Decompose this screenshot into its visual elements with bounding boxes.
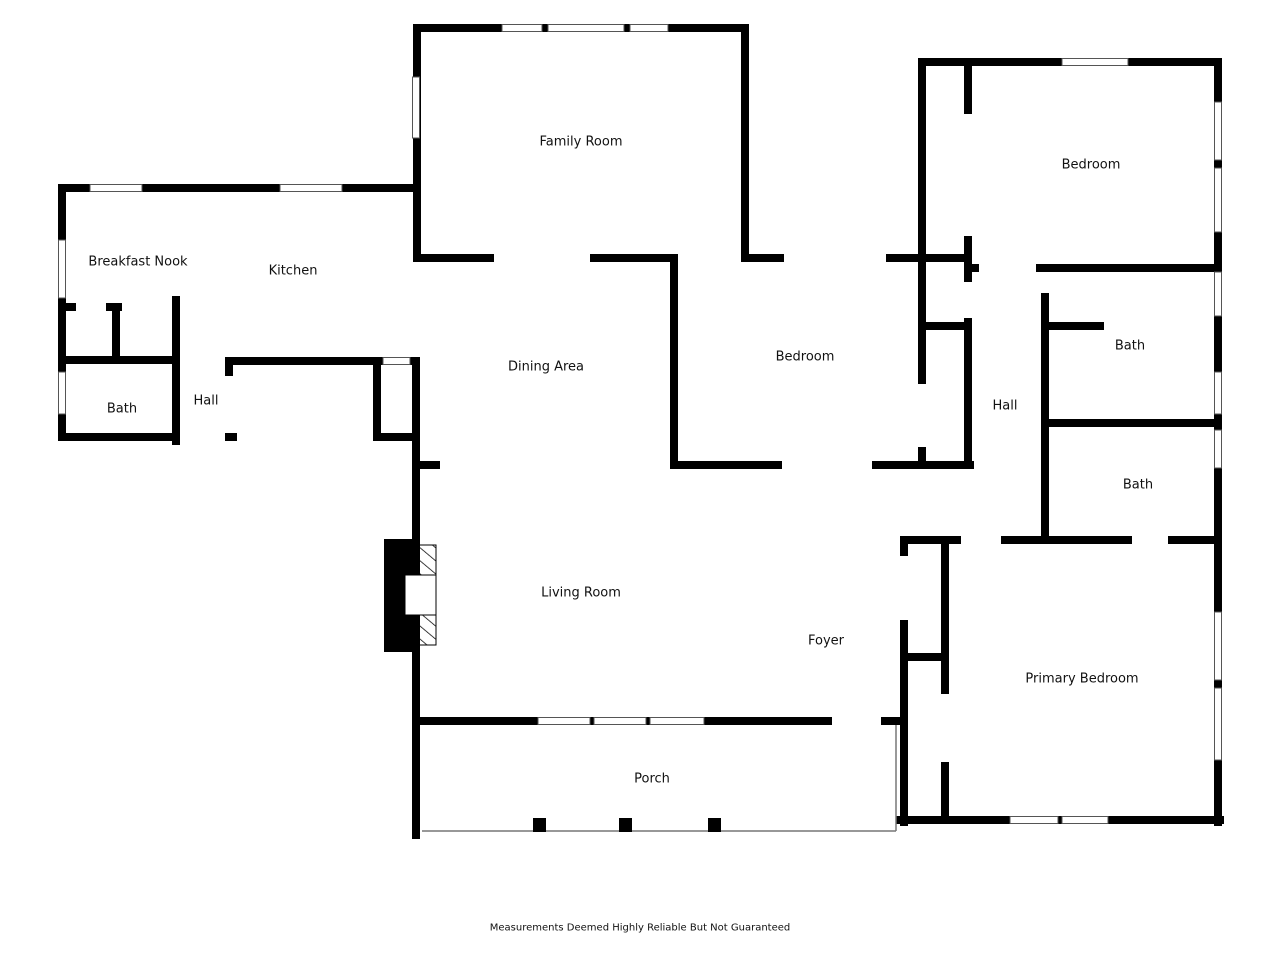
window bbox=[1214, 429, 1222, 469]
room-label-bedroom-ne: Bedroom bbox=[1061, 157, 1121, 173]
window bbox=[1009, 816, 1059, 824]
window bbox=[279, 184, 343, 192]
window bbox=[547, 24, 625, 32]
window bbox=[1214, 687, 1222, 761]
window bbox=[382, 357, 411, 365]
disclaimer-footer: Measurements Deemed Highly Reliable But … bbox=[489, 922, 791, 934]
window bbox=[1214, 101, 1222, 161]
window bbox=[537, 717, 591, 725]
window bbox=[58, 371, 66, 415]
window bbox=[629, 24, 669, 32]
window bbox=[1214, 611, 1222, 681]
porch-posts bbox=[533, 818, 721, 832]
window bbox=[649, 717, 705, 725]
window bbox=[501, 24, 543, 32]
room-label-dining-area: Dining Area bbox=[507, 359, 585, 375]
room-label-hall-east: Hall bbox=[992, 398, 1018, 414]
window bbox=[1214, 271, 1222, 317]
window bbox=[89, 184, 143, 192]
room-label-family-room: Family Room bbox=[539, 134, 623, 150]
room-label-bath-upper: Bath bbox=[1114, 338, 1146, 354]
room-label-primary-bedroom: Primary Bedroom bbox=[1025, 671, 1139, 687]
room-label-living-room: Living Room bbox=[541, 585, 621, 601]
window bbox=[412, 76, 420, 139]
windows bbox=[58, 24, 1222, 824]
window bbox=[1061, 58, 1129, 66]
room-label-kitchen: Kitchen bbox=[268, 263, 318, 279]
window bbox=[593, 717, 647, 725]
porch-edge bbox=[422, 725, 897, 832]
room-label-bath-west: Bath bbox=[106, 401, 138, 417]
window bbox=[58, 239, 66, 299]
room-label-bath-lower: Bath bbox=[1122, 477, 1154, 493]
window bbox=[1214, 167, 1222, 233]
room-label-foyer: Foyer bbox=[807, 633, 845, 649]
fireplace bbox=[384, 539, 437, 652]
room-label-hall-west: Hall bbox=[193, 393, 219, 409]
walls bbox=[58, 24, 1224, 839]
window bbox=[1061, 816, 1109, 824]
room-label-porch: Porch bbox=[634, 771, 670, 787]
room-label-breakfast-nook: Breakfast Nook bbox=[88, 254, 188, 270]
room-label-bedroom-center: Bedroom bbox=[775, 349, 835, 365]
window bbox=[1214, 371, 1222, 415]
